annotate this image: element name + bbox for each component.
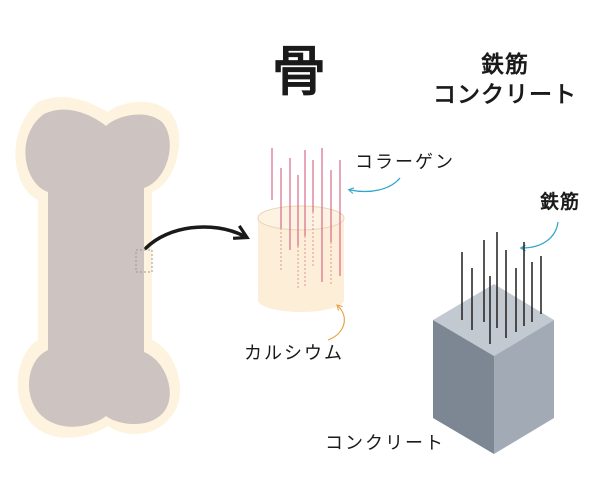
calcium-label: カルシウム — [244, 343, 344, 364]
bone-shape — [25, 109, 170, 427]
collagen-pointer — [347, 177, 401, 194]
cube-left-face — [433, 320, 494, 454]
bone-structure-cylinder — [257, 148, 345, 312]
reinforced-concrete-title-line1: 鉄筋 — [481, 52, 529, 78]
zoom-arrow — [144, 224, 250, 250]
bone-sample-box — [135, 249, 153, 273]
concrete-label: コンクリート — [325, 433, 445, 454]
rebar-label: 鉄筋 — [540, 191, 581, 213]
bone-illustration — [15, 97, 181, 438]
collagen-fibers — [271, 148, 341, 282]
reinforced-concrete-title-line2: コンクリート — [433, 82, 577, 108]
calcium-pointer — [327, 304, 345, 341]
collagen-label: コラーゲン — [355, 152, 455, 173]
cube-right-face — [494, 320, 554, 454]
bone-title: 骨 — [272, 40, 326, 103]
rebar-rods — [461, 232, 542, 344]
reinforced-concrete-title: 鉄筋 コンクリート — [410, 50, 600, 110]
rebar-pointer — [519, 221, 559, 252]
concrete-cube — [433, 232, 554, 454]
collagen-fibers-inside — [280, 212, 332, 290]
